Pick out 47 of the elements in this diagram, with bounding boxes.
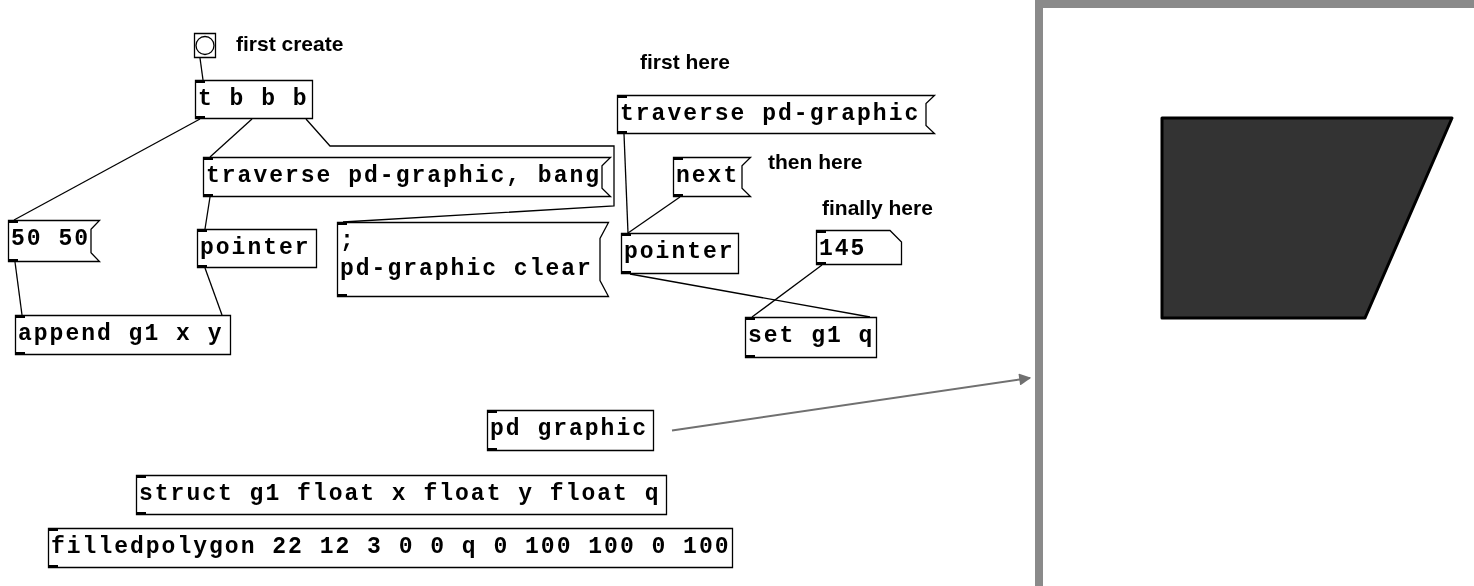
object-text: pointer — [200, 234, 312, 262]
patch-cord — [305, 118, 615, 223]
message-box — [673, 157, 751, 197]
patch-cord — [13, 118, 201, 221]
comment-text: first here — [640, 50, 730, 74]
object-box — [195, 80, 313, 119]
message-box — [617, 95, 935, 134]
message-text: pd-graphic clear — [340, 255, 594, 283]
message-text: next — [676, 162, 741, 190]
object-box — [48, 528, 733, 568]
object-text: t b b b — [198, 85, 310, 113]
comment-text: first create — [236, 32, 344, 56]
patch-cord — [199, 57, 204, 81]
object-box — [745, 317, 877, 358]
message-box — [337, 222, 609, 297]
patch-cord — [204, 267, 223, 316]
message-text: 50 50 — [11, 225, 91, 253]
patch-cord — [204, 196, 211, 230]
arrow — [671, 373, 1032, 432]
bang-button — [194, 33, 216, 58]
number-value: 145 — [819, 235, 868, 263]
object-text: struct g1 float x float y float q — [139, 480, 662, 508]
message-text: traverse pd-graphic, bang — [206, 162, 603, 190]
comment-text: finally here — [822, 196, 933, 220]
object-box — [197, 229, 317, 268]
message-box — [203, 157, 611, 197]
patch-cord — [629, 273, 871, 318]
object-text: set g1 q — [748, 322, 876, 350]
object-text: pd graphic — [490, 415, 650, 443]
object-text: append g1 x y — [18, 320, 225, 348]
object-box — [136, 475, 667, 515]
patch-cord — [209, 118, 253, 158]
message-text: traverse pd-graphic — [620, 100, 922, 128]
object-text: filledpolygon 22 12 3 0 0 q 0 100 100 0 100 — [51, 533, 732, 561]
message-box — [8, 220, 100, 262]
number-box — [816, 230, 902, 265]
patch-cord — [623, 133, 629, 234]
patch-cord — [627, 196, 681, 234]
object-box — [487, 410, 654, 451]
patch-cord — [14, 261, 23, 316]
object-box — [621, 233, 739, 274]
patch-cord — [751, 264, 823, 318]
canvas-window — [1035, 0, 1474, 586]
object-box — [15, 315, 231, 355]
comment-text: then here — [768, 150, 863, 174]
object-text: pointer — [624, 238, 736, 266]
message-text: ; — [340, 227, 357, 255]
